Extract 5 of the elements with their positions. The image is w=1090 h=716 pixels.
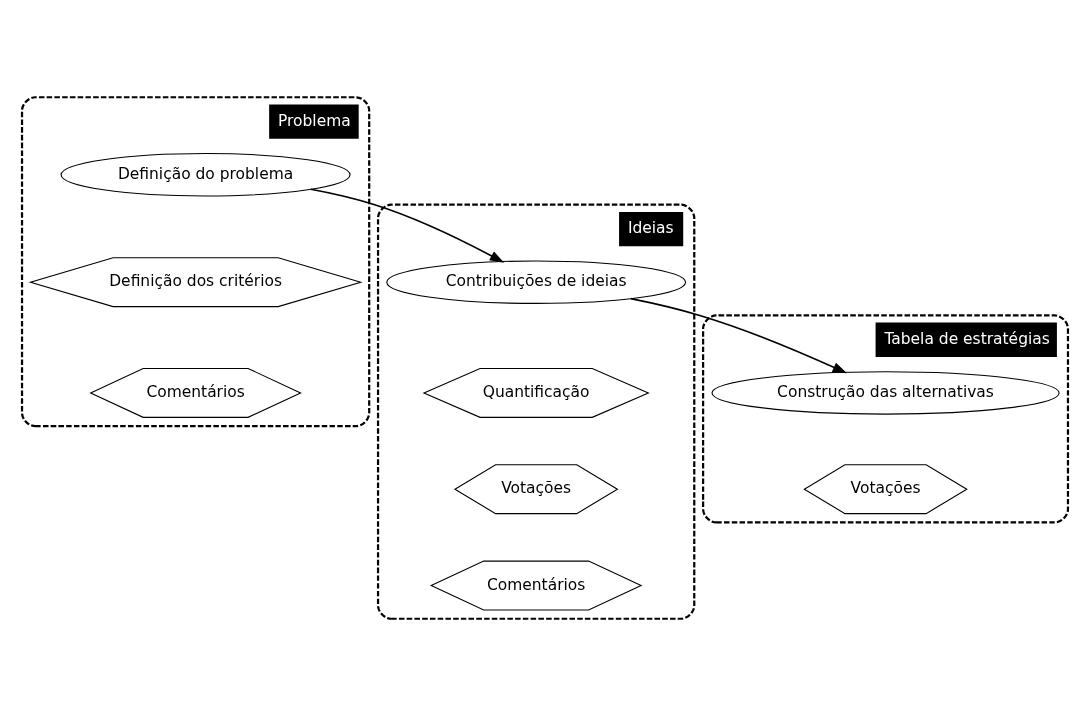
node-ellipse: Contribuições de ideias xyxy=(386,260,687,304)
arrow xyxy=(310,188,505,263)
arrow xyxy=(630,297,847,374)
node-ellipse: Definição do problema xyxy=(60,153,351,197)
node-ellipse: Construção das alternativas xyxy=(711,371,1060,415)
